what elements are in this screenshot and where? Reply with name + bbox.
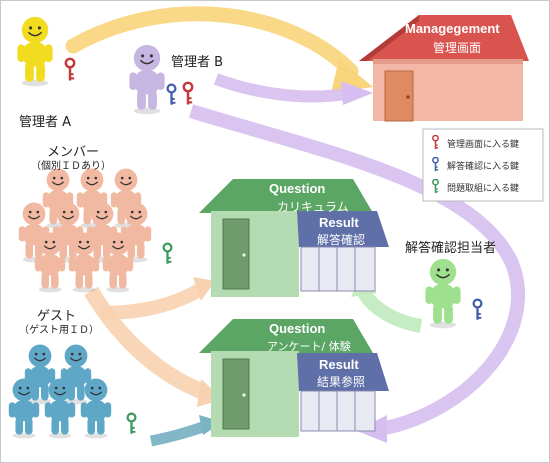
admin-a-label: 管理者 A — [19, 115, 72, 130]
survey-question-en: Question — [269, 321, 326, 336]
guests-label: ゲスト — [37, 309, 77, 324]
survey-result-jp: 結果参照 — [317, 375, 366, 389]
admin-b-label: 管理者 B — [171, 55, 224, 70]
reviewer-figure — [424, 258, 483, 329]
members-green-key-icon — [162, 242, 173, 266]
guests-green-key-icon — [126, 412, 137, 436]
reviewer-label: 解答確認担当者 — [405, 241, 497, 256]
management-building — [359, 15, 529, 122]
curriculum-question-jp: カリキュラム — [277, 200, 349, 214]
guests-sublabel: （ゲスト用ＩＤ） — [19, 325, 99, 336]
survey-question-jp: アンケート/ 体験 — [267, 340, 351, 353]
arrow-members-to-curriculum — [100, 277, 215, 320]
admin-a-red-key-icon — [64, 57, 76, 82]
admin-b-red-key-icon — [182, 81, 194, 106]
legend-item-red: 管理画面に入る鍵 — [447, 140, 520, 150]
curriculum-building — [199, 179, 389, 297]
survey-result-en: Result — [319, 357, 359, 372]
legend-item-blue: 解答確認に入る鍵 — [447, 162, 520, 172]
survey-building — [199, 319, 389, 437]
curriculum-question-en: Question — [269, 181, 326, 196]
members-sublabel: （個別ＩＤあり） — [31, 161, 111, 172]
members-group — [18, 167, 173, 293]
legend-box — [422, 128, 544, 202]
curriculum-result-en: Result — [319, 215, 359, 230]
arrow-admin-b-to-management — [213, 73, 373, 105]
management-title-jp: 管理画面 — [433, 41, 482, 55]
admin-b-blue-key-icon — [166, 83, 177, 106]
guests-group — [8, 343, 137, 439]
legend-item-green: 問題取組に入る鍵 — [447, 184, 520, 194]
members-label: メンバー — [47, 145, 100, 160]
management-title-en: Managegement — [405, 21, 500, 36]
reviewer-blue-key-icon — [472, 298, 483, 322]
admin-a-figure — [16, 16, 76, 87]
curriculum-result-jp: 解答確認 — [317, 233, 366, 247]
